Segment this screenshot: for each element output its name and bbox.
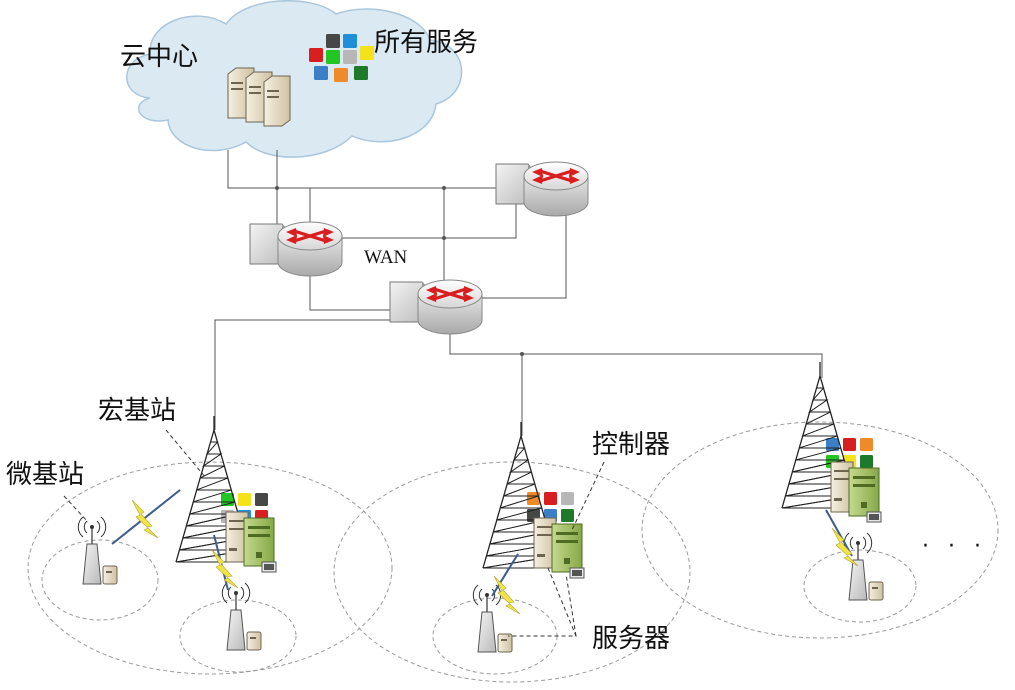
micro-bs-icon-2 bbox=[221, 582, 262, 651]
service-block-light_gray bbox=[561, 492, 574, 505]
service-block-dark_green bbox=[561, 509, 574, 522]
cloud-shape bbox=[126, 0, 463, 158]
all-services-blocks bbox=[309, 34, 374, 82]
controller-label: 控制器 bbox=[592, 430, 671, 460]
callout-lines bbox=[63, 429, 605, 637]
router-icon-center bbox=[388, 278, 484, 336]
edge-server-icon-middle bbox=[533, 517, 585, 579]
service-block-blue bbox=[343, 34, 357, 48]
service-block-dark_gray bbox=[255, 493, 268, 506]
lightning-icon-1 bbox=[131, 499, 159, 539]
service-block-red bbox=[309, 48, 323, 62]
all-services-label: 所有服务 bbox=[374, 28, 479, 58]
service-block-orange bbox=[334, 68, 348, 82]
service-block-dark_gray bbox=[326, 34, 340, 48]
micro-bs-label: 微基站 bbox=[6, 460, 85, 490]
macro-bs-label: 宏基站 bbox=[98, 396, 177, 426]
service-block-orange bbox=[527, 492, 540, 505]
edge-server-icon-right bbox=[830, 461, 882, 523]
server-label: 服务器 bbox=[592, 624, 671, 654]
micro-bs-icon-4 bbox=[843, 532, 884, 601]
cloud-center-label: 云中心 bbox=[120, 42, 199, 72]
service-block-red bbox=[544, 492, 557, 505]
micro-bs-icon-1 bbox=[77, 516, 118, 585]
cloud-server-icon bbox=[227, 67, 291, 127]
link-junctions bbox=[275, 186, 524, 356]
service-block-yellow bbox=[238, 493, 251, 506]
wan-label: WAN bbox=[364, 247, 408, 268]
service-block-yellow bbox=[360, 46, 374, 60]
service-block-light_gray bbox=[343, 50, 357, 64]
router-icon-top-right bbox=[494, 160, 590, 218]
service-block-dark_green bbox=[860, 455, 873, 468]
service-block-green bbox=[326, 50, 340, 64]
service-block-orange bbox=[860, 438, 873, 451]
ellipsis-label: · · · bbox=[922, 534, 987, 559]
edge-services-blocks-middle bbox=[527, 492, 574, 522]
edge-server-icon-left bbox=[225, 511, 277, 573]
service-block-steel_blue bbox=[314, 66, 328, 80]
router-icon-left bbox=[248, 220, 344, 278]
service-block-red bbox=[843, 438, 856, 451]
service-block-dark_green bbox=[354, 66, 368, 80]
coverage-areas bbox=[27, 421, 999, 683]
lightning-icon-3 bbox=[493, 575, 521, 615]
